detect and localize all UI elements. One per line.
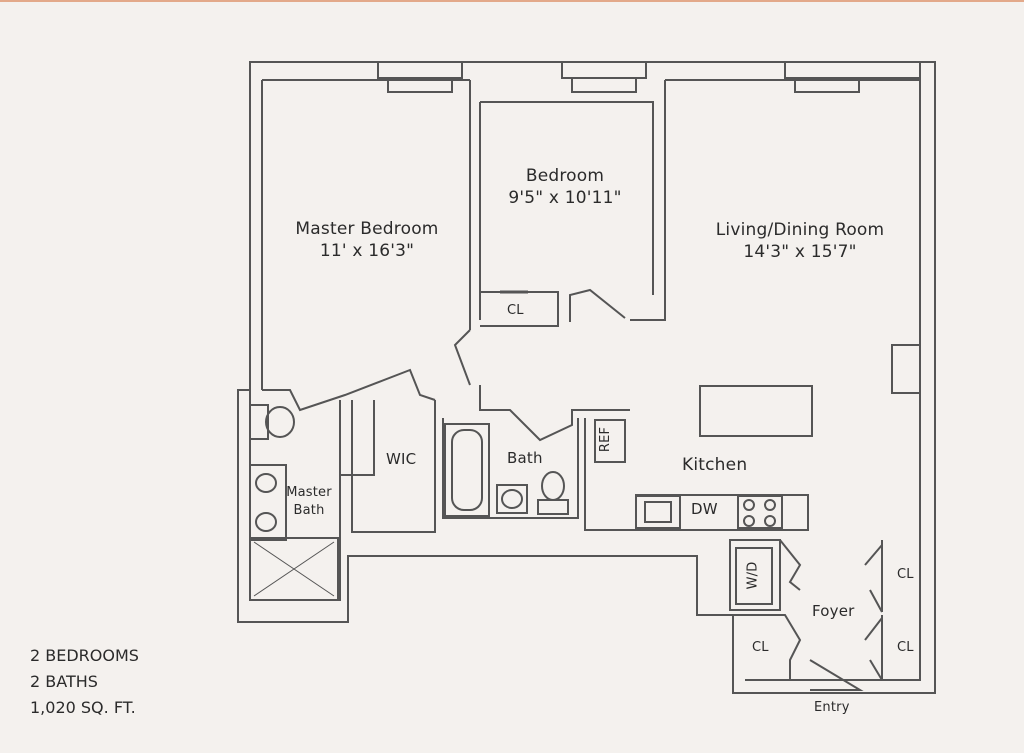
top-accent-line	[0, 0, 1024, 2]
unit-summary: 2 BEDROOMS 2 BATHS 1,020 SQ. FT.	[30, 643, 139, 721]
foyer-closet-label-top: CL	[897, 567, 914, 582]
bath-walls	[442, 418, 579, 519]
wic-label: WIC	[386, 450, 417, 468]
column	[891, 344, 921, 394]
foyer-closet-label-left: CL	[752, 640, 769, 655]
master-bedroom-name: Master Bedroom	[295, 219, 439, 239]
master-bath-label: Master Bath	[284, 484, 334, 520]
master-bath-line2: Bath	[293, 503, 325, 518]
bath-label: Bath	[507, 449, 543, 467]
wic	[340, 400, 436, 533]
bedroom-dims: 9'5" x 10'11"	[508, 188, 622, 208]
living-dining-name: Living/Dining Room	[715, 220, 885, 240]
foyer-closets	[864, 540, 883, 681]
kitchen-label: Kitchen	[682, 455, 748, 475]
foyer-label: Foyer	[812, 602, 855, 620]
cooktop	[737, 495, 783, 529]
baths-count: 2 BATHS	[30, 672, 98, 691]
outer-wall	[237, 61, 936, 694]
living-dining-dims: 14'3" x 15'7"	[743, 242, 857, 262]
inner-wall	[261, 79, 921, 681]
refrigerator	[594, 419, 626, 463]
wd-label: W/D	[745, 561, 761, 590]
bedroom-name: Bedroom	[525, 166, 605, 186]
foyer-closet-label-bottom: CL	[897, 640, 914, 655]
bedroom-closet-label: CL	[507, 303, 524, 318]
dw-label: DW	[691, 500, 718, 518]
entry-door	[809, 659, 864, 691]
bedroom-door	[569, 288, 626, 322]
ref-label: REF	[598, 426, 614, 453]
master-bedroom-dims: 11' x 16'3"	[319, 241, 415, 261]
square-footage: 1,020 SQ. FT.	[30, 698, 136, 717]
master-bedroom-label: Master Bedroom 11' x 16'3"	[282, 218, 452, 262]
windows	[377, 61, 921, 93]
kitchen-sink	[635, 495, 681, 529]
entry-label: Entry	[814, 700, 850, 715]
bedrooms-count: 2 BEDROOMS	[30, 646, 139, 665]
bedroom-label: Bedroom 9'5" x 10'11"	[490, 165, 640, 209]
master-bedroom-door	[262, 368, 436, 412]
master-bath-line1: Master	[286, 485, 332, 500]
washer-dryer	[729, 539, 781, 611]
kitchen-island	[699, 385, 813, 437]
living-dining-label: Living/Dining Room 14'3" x 15'7"	[700, 219, 900, 263]
